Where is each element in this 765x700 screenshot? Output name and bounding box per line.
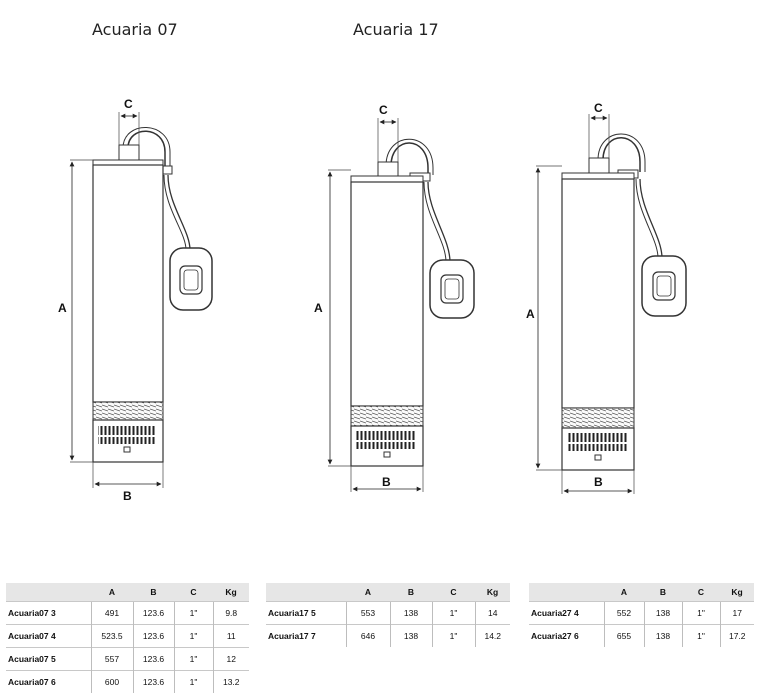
value-a: 523.5 [90,624,133,648]
model-name: Acuaria17 7 [266,624,346,647]
header-kg: Kg [213,583,249,602]
header-model [529,583,604,602]
value-c: 1" [681,624,720,647]
spec-table-acuaria27: A B C Kg Acuaria27 4 552 138 1" 17 Acuar… [529,583,754,647]
dim-label-c-2: C [379,103,388,117]
model-name: Acuaria27 4 [529,601,604,625]
value-a: 646 [345,624,390,647]
table-row: Acuaria07 5 557 123.6 1" 12 [6,647,249,671]
table-row: Acuaria17 7 646 138 1" 14.2 [266,624,510,647]
header-kg: Kg [720,583,754,602]
header-b: B [133,583,174,602]
value-kg: 14.2 [474,624,510,647]
dim-label-b-2: B [382,475,391,489]
value-a: 600 [90,670,133,693]
pump-drawings: A B C A B C [58,97,687,503]
pump-drawing-1 [69,112,213,488]
value-b: 138 [389,601,432,625]
header-b: B [390,583,432,602]
header-a: A [604,583,644,602]
value-kg: 9.8 [212,601,249,625]
value-b: 123.6 [132,624,174,648]
table-header-row: A B C Kg [529,583,754,602]
title-acuaria-17: Acuaria 17 [353,20,439,39]
header-model [266,583,346,602]
value-c: 1" [431,624,475,647]
model-name: Acuaria17 5 [266,601,346,625]
value-b: 138 [389,624,432,647]
value-c: 1" [173,647,213,671]
value-c: 1" [681,601,720,625]
table-header-row: A B C Kg [266,583,510,602]
model-name: Acuaria07 3 [6,601,91,625]
pump-drawing-3 [535,114,687,494]
value-c: 1" [173,601,213,625]
spec-table-acuaria17: A B C Kg Acuaria17 5 553 138 1" 14 Acuar… [266,583,510,647]
model-name: Acuaria07 6 [6,670,91,693]
table-row: Acuaria07 3 491 123.6 1" 9.8 [6,601,249,625]
table-row: Acuaria17 5 553 138 1" 14 [266,601,510,625]
value-c: 1" [431,601,475,625]
value-c: 1" [173,670,213,693]
value-a: 491 [90,601,133,625]
value-b: 138 [643,601,682,625]
value-a: 655 [603,624,644,647]
value-a: 553 [345,601,390,625]
header-a: A [91,583,133,602]
table-row: Acuaria27 4 552 138 1" 17 [529,601,754,625]
header-model [6,583,91,602]
header-a: A [346,583,390,602]
value-b: 123.6 [132,601,174,625]
value-kg: 11 [212,624,249,648]
pump-drawing-2 [327,118,475,492]
header-kg: Kg [475,583,510,602]
header-c: C [682,583,720,602]
value-b: 138 [643,624,682,647]
dim-label-a-2: A [314,301,323,315]
value-kg: 12 [212,647,249,671]
dim-label-b-1: B [123,489,132,503]
value-a: 552 [603,601,644,625]
spec-table-acuaria07: A B C Kg Acuaria07 3 491 123.6 1" 9.8 Ac… [6,583,249,693]
value-kg: 17.2 [719,624,754,647]
value-kg: 17 [719,601,754,625]
model-name: Acuaria27 6 [529,624,604,647]
title-acuaria-07: Acuaria 07 [92,20,178,39]
table-row: Acuaria27 6 655 138 1" 17.2 [529,624,754,647]
table-header-row: A B C Kg [6,583,249,602]
header-c: C [432,583,475,602]
value-c: 1" [173,624,213,648]
dim-label-a-1: A [58,301,67,315]
table-row: Acuaria07 6 600 123.6 1" 13.2 [6,670,249,693]
model-name: Acuaria07 4 [6,624,91,648]
dim-label-b-3: B [594,475,603,489]
value-kg: 13.2 [212,670,249,693]
value-kg: 14 [474,601,510,625]
dim-label-c-3: C [594,101,603,115]
table-row: Acuaria07 4 523.5 123.6 1" 11 [6,624,249,648]
header-b: B [644,583,682,602]
value-a: 557 [90,647,133,671]
header-c: C [174,583,213,602]
dim-label-c-1: C [124,97,133,111]
value-b: 123.6 [132,670,174,693]
model-name: Acuaria07 5 [6,647,91,671]
value-b: 123.6 [132,647,174,671]
dim-label-a-3: A [526,307,535,321]
